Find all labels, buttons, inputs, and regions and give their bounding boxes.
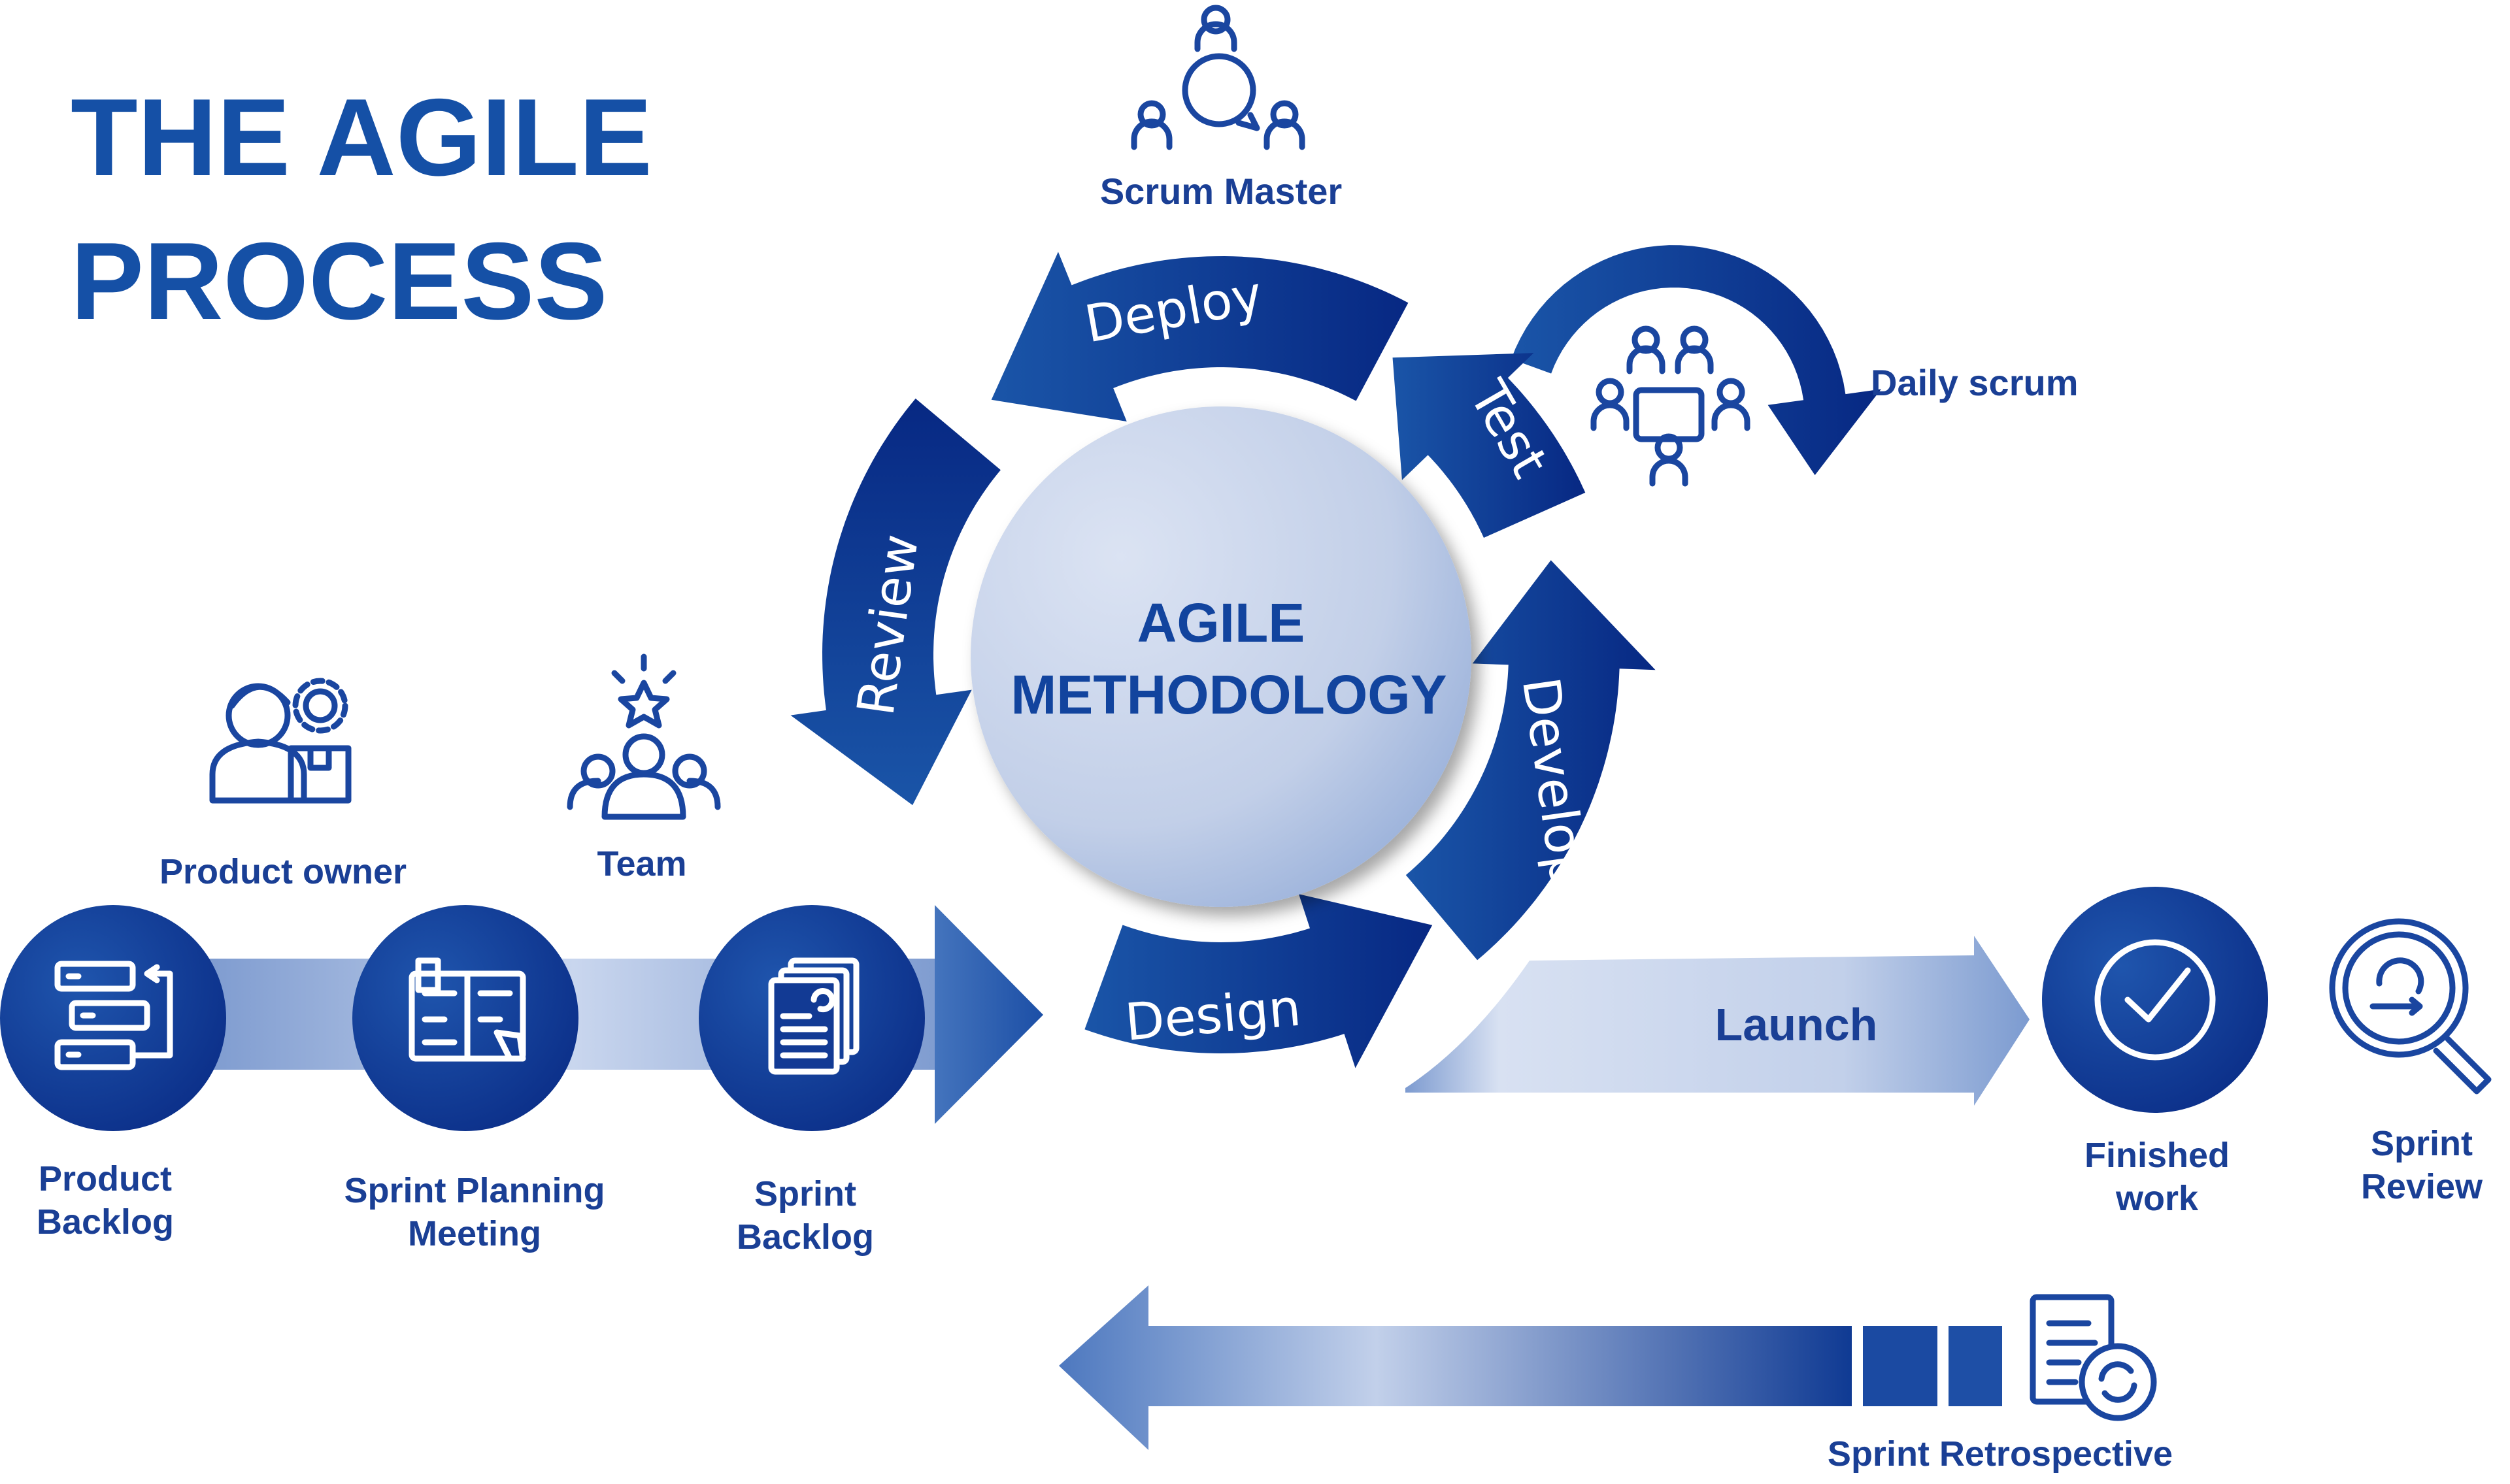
checkmark-icon xyxy=(2094,939,2216,1061)
team-label: Team xyxy=(597,844,686,883)
design-arrow xyxy=(1084,894,1433,1068)
launch-label: Launch xyxy=(1715,999,1878,1050)
sprint-backlog-label-1: Sprint xyxy=(754,1174,856,1213)
sprint-review-label-1: Sprint xyxy=(2371,1124,2473,1163)
launch-arrow xyxy=(1405,936,2030,1106)
product-backlog-label-2: Backlog xyxy=(37,1202,174,1242)
deploy-arrow xyxy=(991,252,1409,421)
daily-scrum-label: Daily scrum xyxy=(1871,362,2079,403)
sprint-review-magnifier-icon xyxy=(2329,918,2492,1095)
sprint-planning-board-icon xyxy=(409,957,526,1062)
title-line-2: PROCESS xyxy=(71,220,608,342)
product-backlog-circle xyxy=(0,905,226,1131)
develop-arrow xyxy=(1405,560,1656,961)
team-icon xyxy=(567,653,721,820)
sprint-retrospective-arrow xyxy=(1059,1285,1852,1450)
sprint-backlog-label-2: Backlog xyxy=(737,1217,874,1257)
retrospective-block-1 xyxy=(1863,1326,1937,1406)
daily-scrum-meeting-icon xyxy=(1590,325,1750,487)
title-line-1: THE AGILE xyxy=(71,76,652,199)
product-backlog-node xyxy=(0,905,226,1131)
finished-work-label-2: work xyxy=(2115,1179,2199,1218)
sprint-backlog-documents-icon xyxy=(768,957,860,1075)
sprint-planning-label-1: Sprint Planning xyxy=(344,1171,605,1210)
sprint-backlog-node xyxy=(699,905,925,1131)
sprint-planning-label-2: Meeting xyxy=(408,1214,541,1253)
sprint-planning-node xyxy=(352,905,578,1131)
center-line-1: AGILE xyxy=(1137,592,1305,653)
center-line-2: METHODOLOGY xyxy=(1011,664,1447,725)
scrum-master-label: Scrum Master xyxy=(1100,171,1342,212)
product-owner-label: Product owner xyxy=(159,852,407,891)
finished-work-circle xyxy=(2042,887,2268,1113)
agile-methodology-circle xyxy=(971,406,1471,907)
scrum-master-icon xyxy=(1131,5,1305,150)
sprint-review-label-2: Review xyxy=(2361,1167,2483,1206)
pipeline-arrow-head xyxy=(935,905,1043,1124)
test-arrow xyxy=(1392,353,1586,538)
product-owner-icon xyxy=(209,678,352,804)
finished-work-label-1: Finished xyxy=(2084,1136,2230,1175)
sprint-retrospective-document-icon xyxy=(2030,1294,2157,1421)
product-backlog-label-1: Product xyxy=(39,1159,172,1198)
review-arrow xyxy=(790,398,1001,806)
daily-scrum-arrow xyxy=(1511,245,1881,476)
retrospective-block-2 xyxy=(1949,1326,2002,1406)
product-backlog-icon xyxy=(54,961,173,1070)
sprint-retrospective-label: Sprint Retrospective xyxy=(1828,1434,2173,1474)
